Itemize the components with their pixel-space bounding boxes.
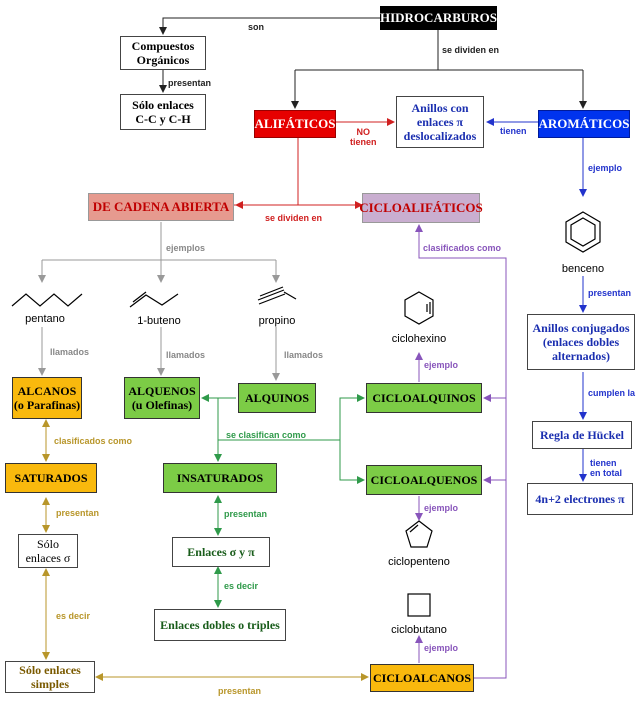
link-label-ejemplo-ciclohexino: ejemplo [424, 360, 459, 370]
gray-connectors [38, 222, 280, 381]
link-label-presentan-1: presentan [168, 78, 212, 88]
node-cicloalquenos[interactable]: CICLOALQUENOS [366, 465, 482, 495]
molecule-name-buteno: 1-buteno [137, 315, 181, 327]
molecule-name-propino: propino [258, 315, 296, 327]
link-label-ejemplo-benceno: ejemplo [588, 163, 623, 173]
blue-connectors [486, 118, 587, 482]
link-label-ejemplo-ciclopenteno: ejemplo [424, 503, 459, 513]
node-solo-enlaces-simples[interactable]: Sólo enlaces simples [5, 661, 95, 693]
node-aromaticos[interactable]: AROMÁTICOS [538, 110, 630, 138]
cyclobutane-structure [407, 593, 431, 617]
green-connectors [201, 394, 365, 608]
link-label-presentan-4: presentan [224, 509, 268, 519]
link-label-ejemplo-ciclobutano: ejemplo [424, 643, 459, 653]
node-enlaces-sigma-pi[interactable]: Enlaces σ y π [172, 537, 270, 567]
molecule-drawings [11, 211, 601, 617]
node-alifaticos[interactable]: ALIFÁTICOS [254, 110, 336, 138]
link-label-presentan-2: presentan [588, 288, 632, 298]
red-connectors [234, 118, 395, 209]
node-alcanos[interactable]: ALCANOS (o Parafinas) [12, 377, 82, 419]
link-label-son: son [248, 22, 265, 32]
node-solo-enlaces-sigma[interactable]: Sólo enlaces σ [18, 534, 78, 568]
link-label-no-tienen: NO tienen [350, 127, 377, 147]
molecule-name-pentano: pentano [25, 313, 65, 325]
molecule-name-ciclohexino: ciclohexino [391, 333, 447, 345]
link-label-se-clasifican-como: se clasifican como [226, 430, 307, 440]
node-compuestos-organicos[interactable]: Compuestos Orgánicos [120, 36, 206, 70]
node-cicloalcanos[interactable]: CICLOALCANOS [370, 664, 474, 692]
cyclopentene-structure [405, 520, 433, 548]
node-hidrocarburos[interactable]: HIDROCARBUROS [380, 6, 497, 30]
link-label-llamados-1: llamados [50, 347, 90, 357]
pentane-structure [11, 293, 83, 307]
node-cicloalifaticos[interactable]: CICLOALIFÁTICOS [359, 193, 483, 223]
propyne-structure [257, 286, 297, 305]
link-label-se-dividen-en-top: se dividen en [442, 45, 500, 55]
link-label-clasificados-como-2: clasificados como [54, 436, 133, 446]
link-label-ejemplos: ejemplos [166, 243, 206, 253]
node-solo-enlaces-cc[interactable]: Sólo enlaces C-C y C-H [120, 94, 206, 130]
node-electrones[interactable]: 4n+2 electrones π [527, 483, 633, 515]
node-cicloalquinos[interactable]: CICLOALQUINOS [366, 383, 482, 413]
node-cadena-abierta[interactable]: DE CADENA ABIERTA [88, 193, 234, 221]
cyclohexyne-structure [404, 291, 434, 325]
node-enlaces-dobles-triples[interactable]: Enlaces dobles o triples [154, 609, 286, 641]
link-label-clasificados-como-1: clasificados como [423, 243, 502, 253]
molecule-name-ciclobutano: ciclobutano [391, 624, 447, 636]
node-regla-huckel[interactable]: Regla de Hückel [532, 421, 632, 449]
gold-connectors [42, 419, 369, 681]
butene-structure [129, 291, 179, 308]
benzene-structure [565, 211, 601, 253]
node-alquenos[interactable]: ALQUENOS (u Olefinas) [124, 377, 200, 419]
purple-connectors [415, 224, 507, 679]
node-insaturados[interactable]: INSATURADOS [163, 463, 277, 493]
link-label-es-decir-2: es decir [56, 611, 91, 621]
node-anillos-pi[interactable]: Anillos con enlaces π deslocalizados [396, 96, 484, 148]
molecule-name-benceno: benceno [561, 263, 605, 275]
link-label-cumplen-la: cumplen la [588, 388, 636, 398]
link-label-tienen-en-total: tienen en total [590, 458, 623, 478]
link-label-tienen-1: tienen [500, 126, 527, 136]
link-label-presentan-5: presentan [218, 686, 262, 696]
node-anillos-conjugados[interactable]: Anillos conjugados (enlaces dobles alter… [527, 314, 635, 370]
link-label-es-decir-1: es decir [224, 581, 259, 591]
link-label-presentan-3: presentan [56, 508, 100, 518]
black-connectors [159, 17, 587, 109]
link-label-se-dividen-en-mid: se dividen en [265, 213, 323, 223]
link-label-llamados-3: llamados [284, 350, 324, 360]
link-label-llamados-2: llamados [166, 350, 206, 360]
molecule-name-ciclopenteno: ciclopenteno [388, 556, 450, 568]
node-saturados[interactable]: SATURADOS [5, 463, 97, 493]
node-alquinos[interactable]: ALQUINOS [238, 383, 316, 413]
